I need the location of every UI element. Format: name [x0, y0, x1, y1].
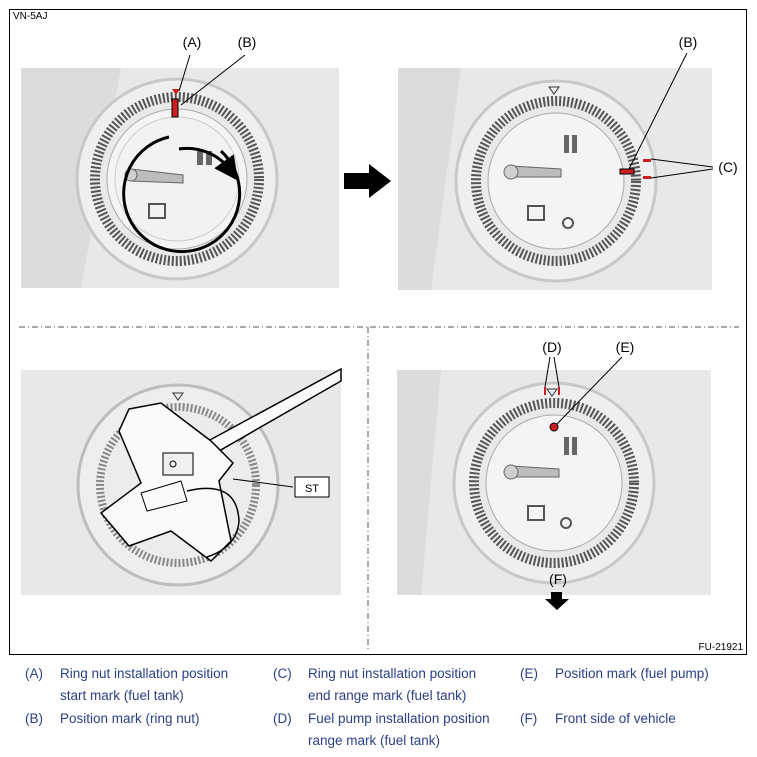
leader-line-c2: [650, 168, 714, 179]
st-label-box: [294, 476, 330, 498]
diagram-figure: VN-5AJ FU-21921: [9, 9, 747, 655]
figure-code: FU-21921: [698, 642, 743, 653]
legend-text: Ring nut installation position end range…: [308, 666, 477, 703]
callout-e: (E): [616, 339, 635, 355]
step-arrow: [344, 164, 391, 198]
panel-step-3: [21, 367, 342, 595]
callout-a: (A): [183, 34, 202, 50]
legend-text: Position mark (fuel pump): [555, 666, 709, 681]
leader-line-e: [556, 356, 623, 425]
callout-f: (F): [549, 571, 567, 587]
callout-b-panel1: (B): [238, 34, 257, 50]
legend-text: Position mark (ring nut): [60, 711, 200, 726]
legend-item-f: (F) Front side of vehicle: [520, 708, 676, 730]
legend-item-e: (E) Position mark (fuel pump): [520, 663, 709, 685]
callout-d: (D): [542, 339, 561, 355]
callout-st: ST: [305, 483, 319, 495]
legend-text: Front side of vehicle: [555, 711, 676, 726]
legend-text: Ring nut installation position start mar…: [60, 666, 229, 703]
legend-key: (E): [520, 666, 538, 681]
front-direction-arrow: [545, 592, 569, 610]
legend-item-a: (A) Ring nut installation position start…: [25, 663, 228, 707]
leader-line-st: [232, 478, 294, 488]
document-id: VN-5AJ: [13, 11, 48, 22]
leader-line-c1: [650, 158, 714, 168]
legend-item-d: (D) Fuel pump installation position rang…: [273, 708, 490, 752]
illustration-svg: (A) (B) (B) (C) (D) (E) (F) ST: [19, 34, 739, 649]
callout-c: (C): [718, 159, 737, 175]
panel-step-4: [397, 356, 711, 610]
leader-line-d2: [553, 356, 560, 388]
leader-line-b1: [180, 54, 246, 106]
legend-text: Fuel pump installation position range ma…: [308, 711, 490, 748]
legend-key: (A): [25, 666, 43, 681]
legend-key: (B): [25, 711, 43, 726]
legend-key: (F): [520, 711, 538, 726]
legend-key: (D): [273, 711, 292, 726]
legend-item-c: (C) Ring nut installation position end r…: [273, 663, 476, 707]
callout-b-panel2: (B): [679, 34, 698, 50]
legend-key: (C): [273, 666, 292, 681]
leader-line-d1: [544, 356, 551, 388]
legend: (A) Ring nut installation position start…: [0, 660, 757, 757]
panel-step-1: [21, 54, 339, 288]
leader-line-a: [178, 54, 191, 92]
panel-step-2: [398, 52, 714, 290]
leader-line-b2: [628, 52, 688, 170]
legend-item-b: (B) Position mark (ring nut): [25, 708, 200, 730]
